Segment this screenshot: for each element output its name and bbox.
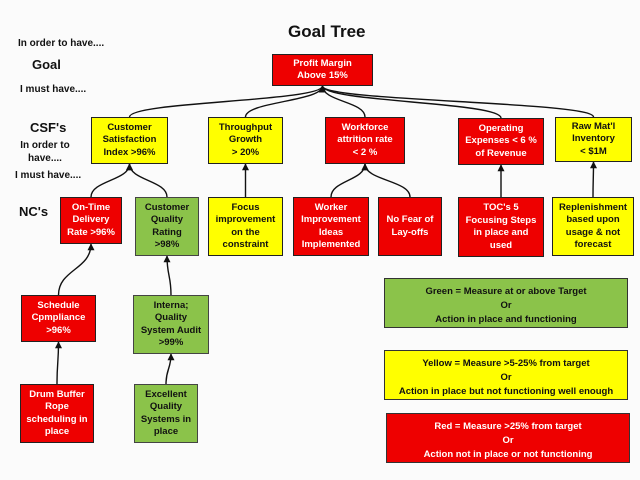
diagram-title: Goal Tree — [288, 22, 366, 41]
legend-green-line3: Action in place and functioning — [435, 314, 577, 325]
connector-nc_customer_quality-to-csf_customer_satisfaction — [126, 163, 168, 198]
label-ncs: NC's — [19, 204, 49, 219]
node-nc-worker-improvement: Worker Improvement Ideas Implemented — [293, 197, 369, 256]
label-in-order-to-have-csf: In order to have.... — [20, 140, 70, 164]
node-nc-no-fear-of-layoffs: No Fear of Lay-offs — [378, 197, 442, 256]
label-i-must-have-nc: I must have.... — [15, 170, 82, 181]
connector-csf_customer_satisfaction-to-goal — [128, 85, 326, 118]
node-goal-profit-margin: Profit Margin Above 15% — [272, 54, 373, 86]
connector-nc_drum_buffer_rope-to-nc_schedule_compliance — [54, 341, 62, 385]
node-nc-replenishment: Replenishment based upon usage & not for… — [552, 197, 634, 256]
node-nc-customer-quality-rating: Customer Quality Rating >98% — [135, 197, 199, 256]
legend-yellow-line3: Action in place but not functioning well… — [398, 386, 614, 397]
legend-green-line2: Or — [500, 300, 512, 311]
node-nc-drum-buffer-rope: Drum Buffer Rope scheduling in place — [20, 384, 94, 443]
node-nc-internal-quality-audit: Interna; Quality System Audit >99% — [133, 295, 209, 354]
label-i-must-have: I must have.... — [20, 84, 87, 95]
node-nc-excellent-quality-systems: Excellent Quality Systems in place — [134, 384, 198, 443]
node-csf-raw-material-inventory: Raw Mat'l Inventory < $1M — [555, 117, 632, 162]
connector-nc_internal_audit-to-nc_customer_quality — [163, 255, 172, 296]
node-csf-operating-expenses: Operating Expenses < 6 % of Revenue — [458, 118, 544, 165]
connector-csf_throughput-to-goal — [244, 85, 326, 118]
label-csfs: CSF's — [30, 120, 67, 135]
connector-nc_schedule_compliance-to-nc_on_time_delivery — [57, 243, 95, 296]
label-in-order-to-have: In order to have.... — [18, 38, 105, 49]
node-nc-toc-5-focusing-steps: TOC's 5 Focusing Steps in place and used — [458, 197, 544, 257]
node-csf-workforce-attrition: Workforce attrition rate < 2 % — [325, 117, 405, 164]
connector-nc_replenishment-to-csf_raw_material — [589, 161, 597, 198]
node-csf-customer-satisfaction: Customer Satisfaction Index >96% — [91, 117, 168, 164]
connector-csf_operating_expenses-to-goal — [319, 85, 502, 119]
node-nc-schedule-compliance: Schedule Cpmpliance >96% — [21, 295, 96, 342]
connector-nc_excellent_quality-to-nc_internal_audit — [165, 353, 175, 385]
legend-yellow: Yellow = Measure >5-25% from target Or A… — [384, 350, 628, 400]
legend-red-line2: Or — [502, 435, 514, 446]
legend-red: Red = Measure >25% from target Or Action… — [386, 413, 630, 463]
legend-green: Green = Measure at or above Target Or Ac… — [384, 278, 628, 328]
connector-csf_raw_material-to-goal — [319, 85, 595, 118]
connector-nc_on_time_delivery-to-csf_customer_satisfaction — [90, 163, 133, 198]
legend-yellow-line1: Yellow = Measure >5-25% from target — [422, 358, 590, 369]
legend-yellow-line2: Or — [500, 372, 512, 383]
connector-nc_worker_improvement-to-csf_workforce — [330, 163, 369, 198]
node-nc-focus-improvement: Focus improvement on the constraint — [208, 197, 283, 256]
label-goal: Goal — [32, 57, 61, 72]
legend-red-line1: Red = Measure >25% from target — [434, 421, 582, 432]
legend-red-line3: Action not in place or not functioning — [423, 449, 593, 460]
legend-green-line1: Green = Measure at or above Target — [425, 286, 587, 297]
node-nc-on-time-delivery: On-Time Delivery Rate >96% — [60, 197, 122, 244]
connector-nc_no_fear_layoffs-to-csf_workforce — [361, 163, 411, 198]
node-csf-throughput-growth: Throughput Growth > 20% — [208, 117, 283, 164]
